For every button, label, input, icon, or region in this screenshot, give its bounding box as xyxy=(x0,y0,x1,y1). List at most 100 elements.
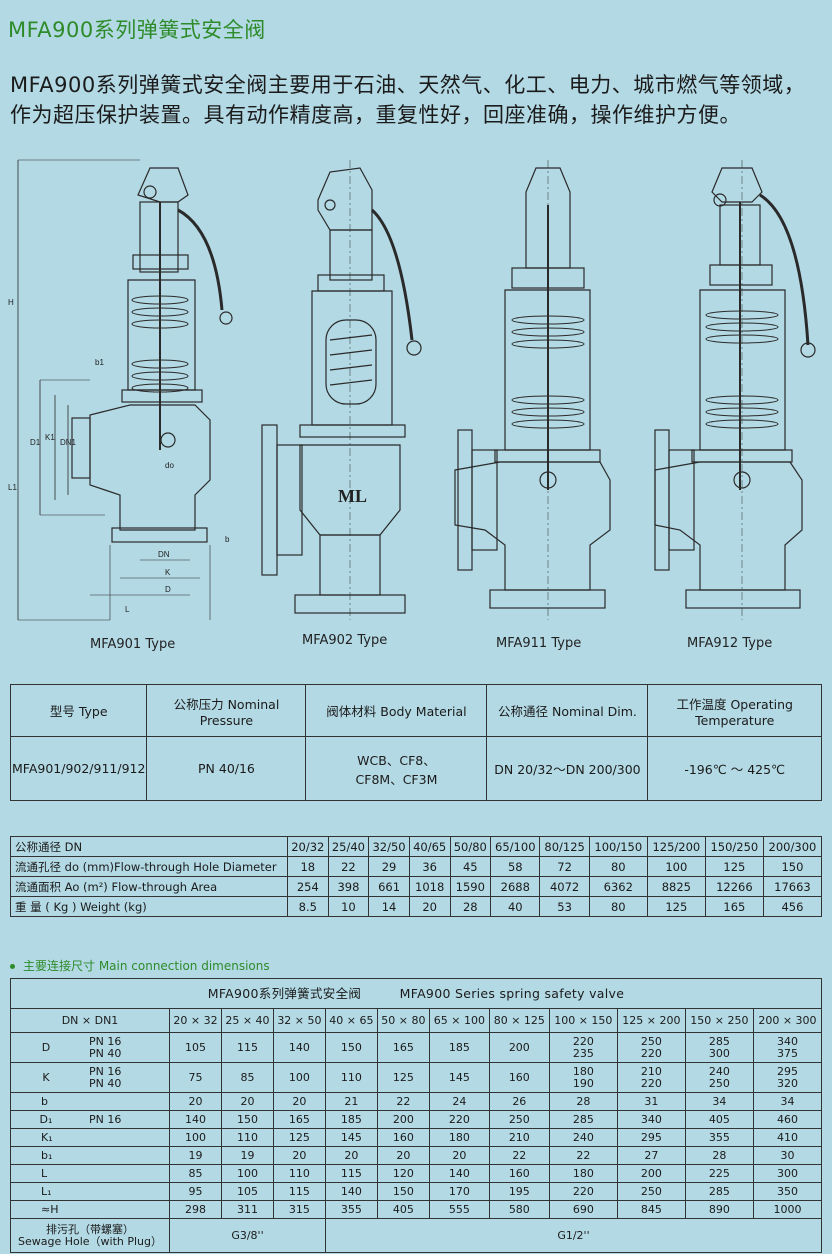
dim-cell: 120 xyxy=(376,1164,430,1183)
spec-material: WCB、CF8、 CF8M、CF3M xyxy=(305,736,488,801)
spec-header-pressure: 公称压力 Nominal Pressure xyxy=(146,684,307,737)
dim-cell: 140 xyxy=(324,1182,378,1201)
spec-header-material: 阀体材料 Body Material xyxy=(305,684,488,737)
dim-cell: 27 xyxy=(616,1146,686,1165)
flow-cell: 2688 xyxy=(490,876,541,897)
dim-cell: 315 xyxy=(272,1200,326,1219)
dim-cell: 140 xyxy=(169,1110,222,1129)
dim-cell: 20 xyxy=(428,1146,490,1165)
mfa902-drawing xyxy=(261,160,422,620)
dim-row-label: b₁ xyxy=(10,1146,170,1165)
sewage-label-cn: 排污孔（带螺塞） xyxy=(46,1222,134,1236)
dim-cell: 22 xyxy=(488,1146,550,1165)
dim-cell: 180 xyxy=(548,1164,618,1183)
section-label-text: 主要连接尺寸 Main connection dimensions xyxy=(23,959,270,973)
type-label-mfa901: MFA901 Type xyxy=(90,637,176,652)
flow-cell: 72 xyxy=(539,856,590,877)
dim-col-header: 40 × 65 xyxy=(324,1008,378,1033)
flow-cell: 25/40 xyxy=(327,836,370,857)
flow-cell: 40/65 xyxy=(408,836,451,857)
flow-cell: 58 xyxy=(490,856,541,877)
dim-cell: 170 xyxy=(428,1182,490,1201)
flow-cell: 100 xyxy=(646,856,706,877)
dim-cell: 145 xyxy=(428,1062,490,1093)
dim-cell: 300 xyxy=(752,1164,823,1183)
dim-cell: 140 xyxy=(428,1164,490,1183)
dim-label-k: K xyxy=(165,568,171,577)
dim-cell-value: 150 xyxy=(340,1040,362,1054)
dim-cell-value: 285 xyxy=(708,1034,730,1048)
dim-caption: MFA900系列弹簧式安全阀 MFA900 Series spring safe… xyxy=(10,978,822,1009)
flow-cell: 125 xyxy=(704,856,764,877)
sewage-label-en: Sewage Hole（with Plug） xyxy=(17,1234,163,1248)
dim-cell: 350 xyxy=(752,1182,823,1201)
flow-cell: 456 xyxy=(762,896,823,917)
dim-cell: 405 xyxy=(684,1110,754,1129)
dim-cell: 22 xyxy=(548,1146,618,1165)
flow-row-label: 重 量 ( Kg ) Weight (kg) xyxy=(10,896,288,917)
dim-col-header: 65 × 100 xyxy=(428,1008,490,1033)
dim-cell: 125 xyxy=(272,1128,326,1147)
dim-cell: 28 xyxy=(548,1092,618,1111)
valve-drawings: H D1 DN1 L1 b1 K1 do b DN K D L ML xyxy=(8,159,816,621)
dim-cell: 30 xyxy=(752,1146,823,1165)
dim-label-d: D xyxy=(165,585,171,594)
spec-header-dim: 公称通径 Nominal Dim. xyxy=(486,684,649,737)
dim-cell: 100 xyxy=(220,1164,274,1183)
flow-cell: 8.5 xyxy=(287,896,329,917)
dim-col-header: 50 × 80 xyxy=(376,1008,430,1033)
dim-cell-value: 75 xyxy=(188,1070,203,1084)
flow-cell: 32/50 xyxy=(368,836,410,857)
dim-col-header: 100 × 150 xyxy=(548,1008,618,1033)
flow-cell: 80/125 xyxy=(539,836,590,857)
dim-cell: 20 xyxy=(376,1146,430,1165)
flow-cell: 200/300 xyxy=(762,836,823,857)
flow-row-label: 流通面积 Ao (m²) Flow-through Area xyxy=(10,876,288,897)
dim-cell-value: 145 xyxy=(448,1070,470,1084)
spec-data-row: MFA901/902/911/912 PN 40/16 WCB、CF8、 CF8… xyxy=(9,736,822,801)
dim-cell: 28 xyxy=(684,1146,754,1165)
dim-cell-value: 210 xyxy=(640,1064,662,1078)
spec-material-line2: CF8M、CF3M xyxy=(355,771,438,787)
flow-row-label: 公称通径 DN xyxy=(10,836,288,857)
dim-cell: 75 xyxy=(169,1062,222,1093)
dim-cell: 890 xyxy=(684,1200,754,1219)
dim-cell-value-pn40: 235 xyxy=(572,1046,594,1060)
spec-header-temperature: 工作温度 Operating Temperature xyxy=(647,684,822,737)
flow-cell: 150 xyxy=(762,856,823,877)
type-label-mfa911: MFA911 Type xyxy=(496,636,582,651)
dim-cell: 20 xyxy=(220,1092,274,1111)
dim-label-dn: DN xyxy=(158,550,170,559)
ml-logo-text: ML xyxy=(338,486,367,506)
spec-header-row: 型号 Type 公称压力 Nominal Pressure 阀体材料 Body … xyxy=(9,684,822,737)
flow-cell: 36 xyxy=(408,856,451,877)
dim-sub-pn16: PN 16 xyxy=(89,1034,122,1048)
dim-cell-value: 115 xyxy=(236,1040,258,1054)
flow-cell: 53 xyxy=(539,896,590,917)
dim-cell: 210 xyxy=(488,1128,550,1147)
dim-cell: 690 xyxy=(548,1200,618,1219)
dim-row-label: b xyxy=(10,1092,170,1111)
dim-label-h: H xyxy=(8,298,14,307)
dim-row-label: L xyxy=(10,1164,170,1183)
dim-cell-value: 220 xyxy=(572,1034,594,1048)
dim-cell: 200 xyxy=(376,1110,430,1129)
dim-cell: 34 xyxy=(684,1092,754,1111)
dim-cell: 200 xyxy=(488,1032,550,1063)
flow-cell: 80 xyxy=(588,856,648,877)
mfa912-drawing xyxy=(654,160,816,620)
dim-cell: 845 xyxy=(616,1200,686,1219)
dim-cell: 125 xyxy=(376,1062,430,1093)
dim-cell-value: 140 xyxy=(288,1040,310,1054)
